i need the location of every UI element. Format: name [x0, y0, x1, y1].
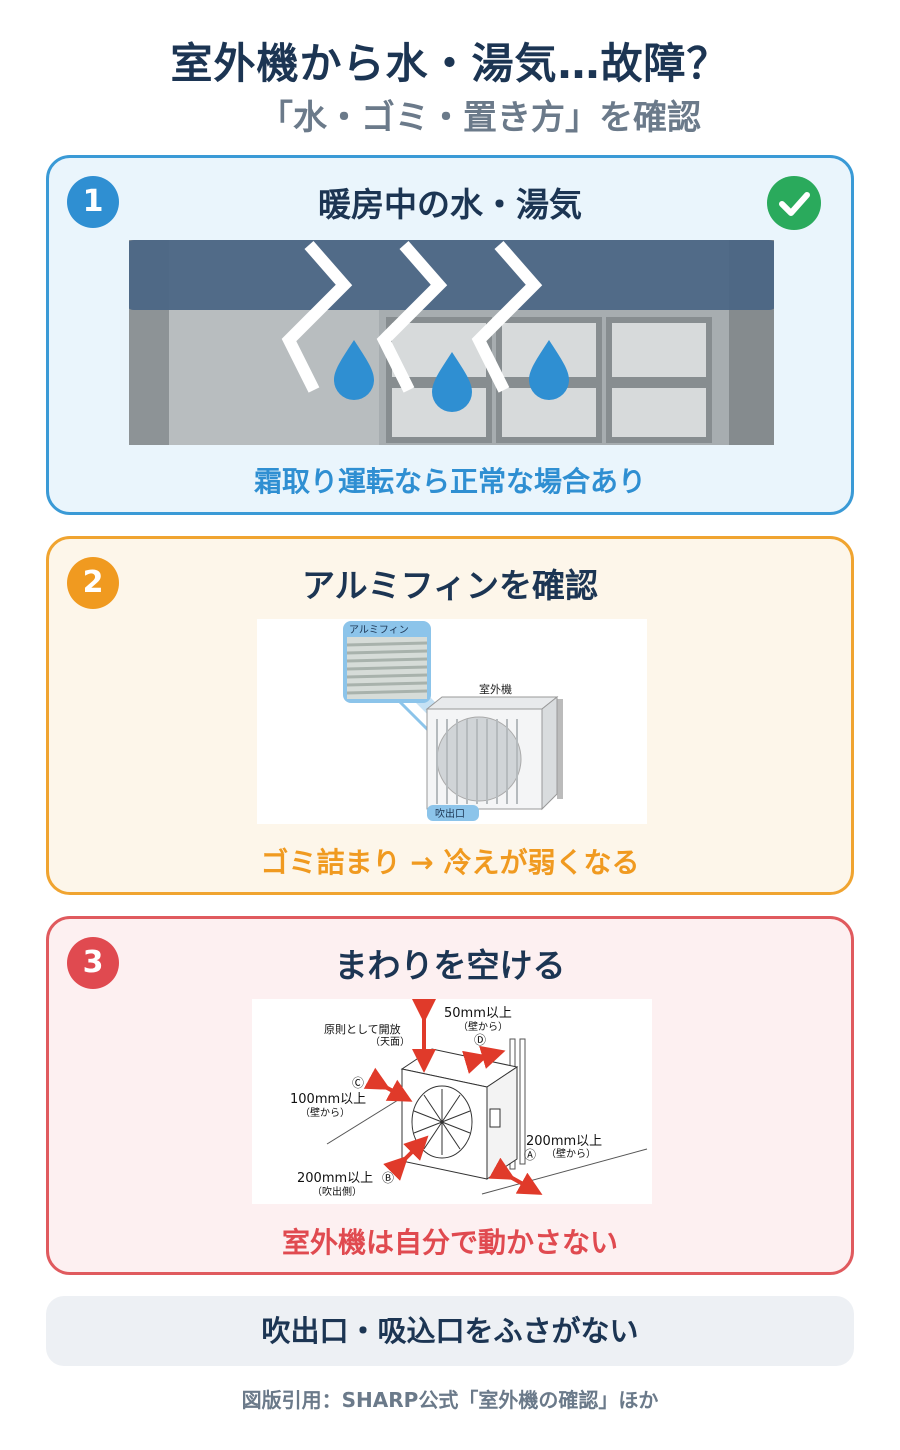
outdoor-unit-steam-photo [129, 240, 774, 445]
step-number-badge: 2 [67, 557, 119, 609]
step-number-badge: 3 [67, 937, 119, 989]
c-mark: Ⓒ [352, 1076, 364, 1090]
step-number-badge: 1 [67, 176, 119, 228]
card-title: 暖房中の水・湯気 [318, 185, 582, 224]
card-caption: 室外機は自分で動かさない [281, 1226, 618, 1259]
card-clearance: 3 まわりを空ける [46, 916, 854, 1275]
image-credit: 図版引用：SHARP公式「室外機の確認」ほか [241, 1388, 659, 1412]
b-note: （吹出側） [312, 1185, 362, 1198]
c-note: （壁から） [300, 1106, 350, 1119]
footer-note: 吹出口・吸込口をふさがない [46, 1296, 854, 1366]
card-caption: ゴミ詰まり → 冷えが弱くなる [260, 846, 640, 879]
a-value: 200mm以上 [526, 1134, 602, 1149]
d-note: （壁から） [458, 1020, 508, 1033]
d-value: 50mm以上 [444, 1006, 512, 1021]
check-icon [767, 176, 821, 230]
top-note-2: （天面） [370, 1036, 410, 1048]
a-note: （壁から） [546, 1147, 596, 1160]
a-mark: Ⓐ [524, 1148, 536, 1162]
page-title: 室外機から水・湯気…故障？ [170, 39, 730, 88]
top-note-1: 原則として開放 [324, 1022, 401, 1036]
card-heating-steam: 1 暖房中の水・湯気 [46, 155, 854, 515]
card-aluminum-fin: 2 アルミフィンを確認 [46, 536, 854, 895]
aluminum-fin-diagram: アルミフィン 室外機 吹出口 [257, 619, 647, 824]
d-mark: Ⓓ [474, 1033, 486, 1047]
b-mark: Ⓑ [382, 1171, 394, 1185]
fin-label: アルミフィン [349, 625, 409, 636]
b-value: 200mm以上 [297, 1171, 373, 1186]
page-subtitle: 「水・ゴミ・置き方」を確認 [259, 98, 701, 138]
c-value: 100mm以上 [290, 1092, 366, 1107]
card-caption: 霜取り運転なら正常な場合あり [253, 465, 646, 498]
unit-label: 室外機 [479, 682, 512, 696]
card-title: アルミフィンを確認 [301, 566, 598, 605]
card-title: まわりを空ける [334, 946, 566, 985]
outlet-label: 吹出口 [435, 807, 465, 820]
clearance-diagram: 原則として開放 （天面） 50mm以上 （壁から） Ⓓ Ⓒ 100mm以上 （壁… [252, 999, 652, 1204]
